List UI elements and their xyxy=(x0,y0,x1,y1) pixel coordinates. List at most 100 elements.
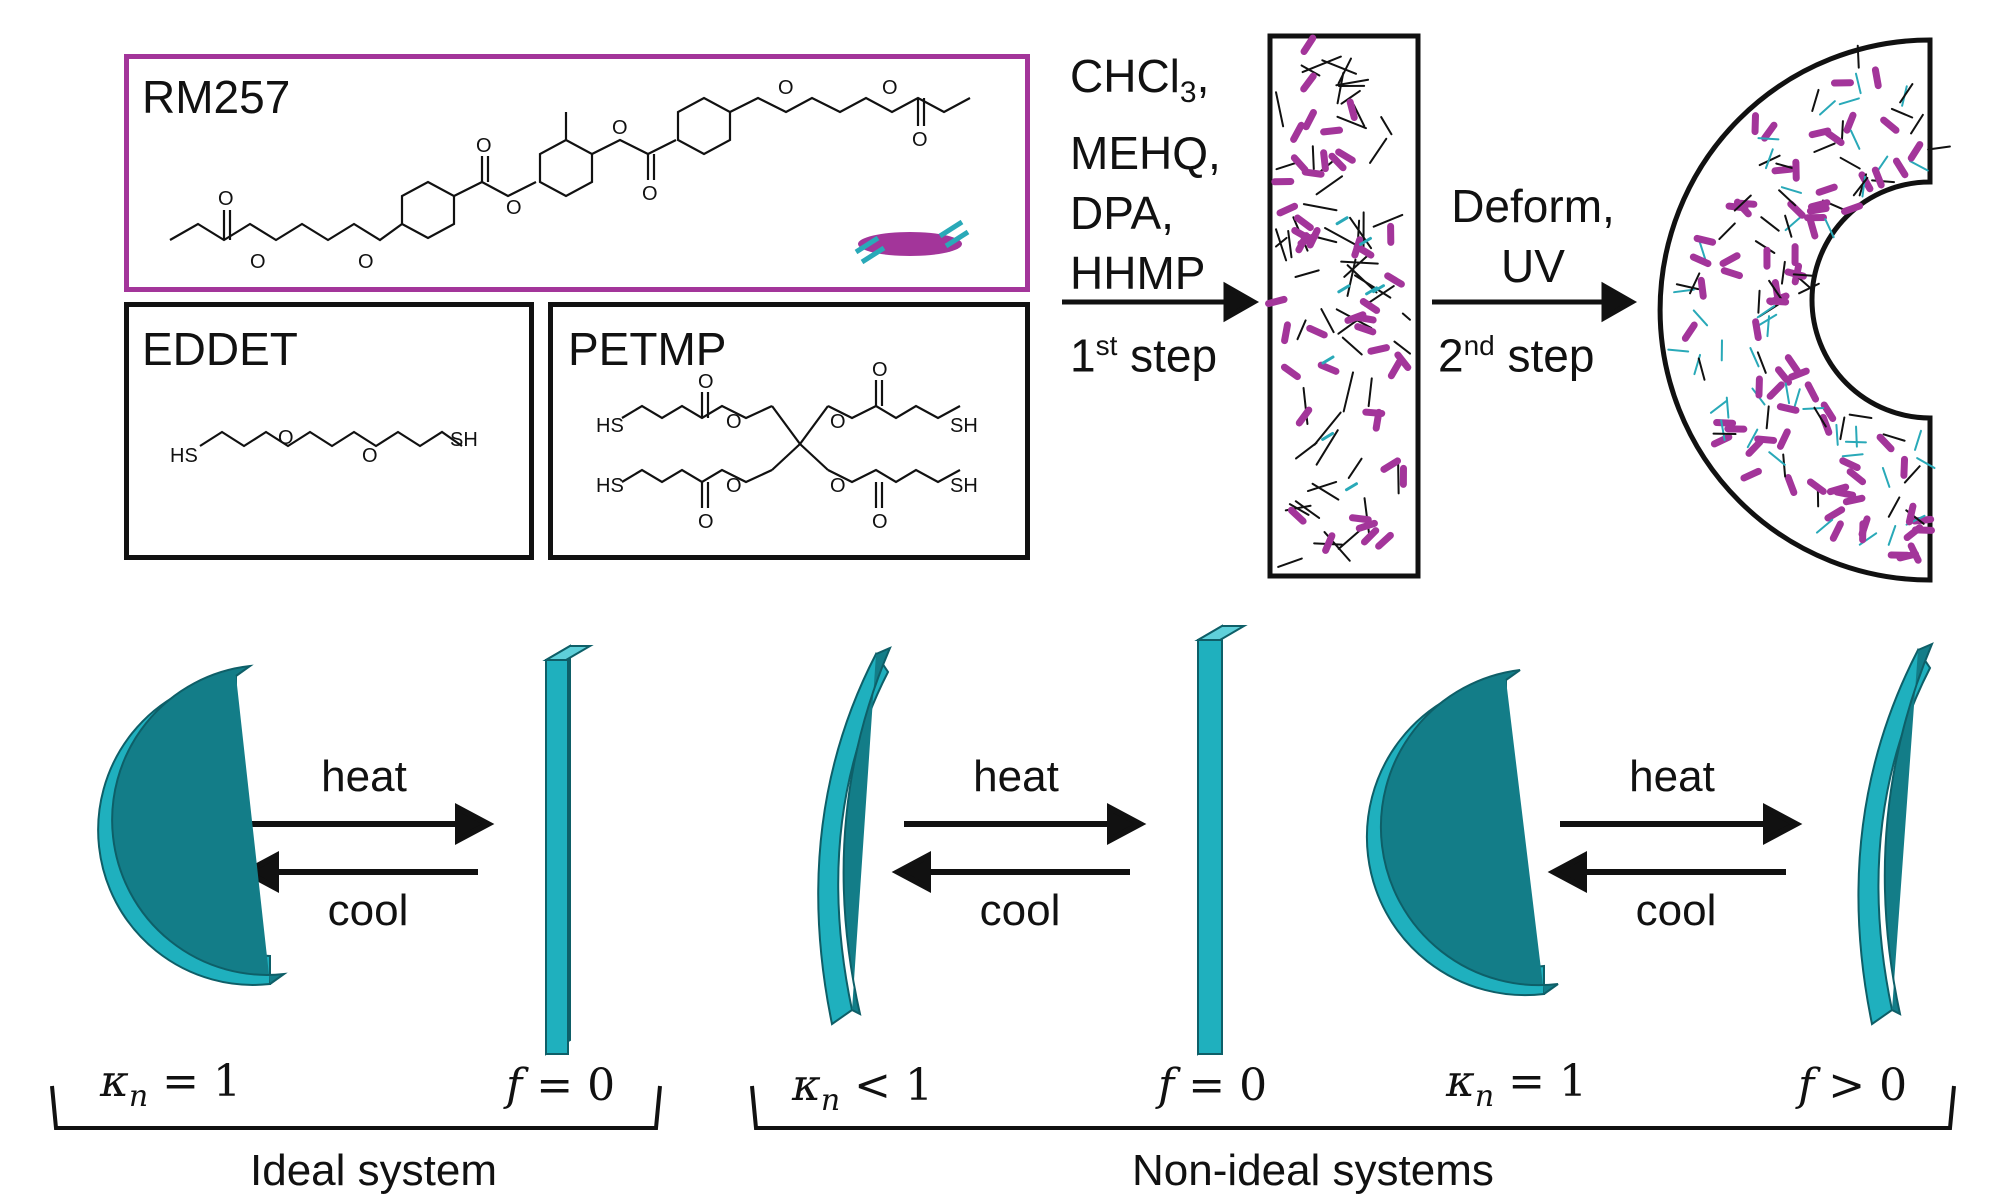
mesogen-segment xyxy=(1776,403,1800,414)
mesogen-segment xyxy=(1815,183,1838,196)
mesogen-segment xyxy=(1829,520,1844,542)
chain-segment xyxy=(1397,458,1400,495)
mesogen-segment xyxy=(1784,354,1801,375)
mesogen-segment xyxy=(1907,141,1924,162)
chain-segment xyxy=(1336,115,1368,130)
mesogen-segment xyxy=(1322,532,1336,554)
mesogen-segment xyxy=(1846,468,1867,486)
chain-segment xyxy=(1352,103,1366,128)
param-f-1: f = 0 xyxy=(506,1060,616,1111)
network-arc-chains xyxy=(1667,44,1951,564)
chain-segment xyxy=(1311,482,1340,501)
thiol-segment xyxy=(1698,238,1707,260)
thiol-segment xyxy=(1667,348,1690,353)
chain-segment xyxy=(1380,116,1393,136)
chain-segment xyxy=(1754,240,1776,254)
atom-o: O xyxy=(778,77,794,99)
atom-hs: HS xyxy=(596,475,624,497)
param-kappa-2: κn < 1 xyxy=(792,1060,934,1118)
thiol-segment xyxy=(1321,355,1335,365)
atom-o: O xyxy=(726,411,742,433)
ideal-system-caption: Ideal system xyxy=(250,1146,497,1195)
chain-segment xyxy=(1882,433,1906,442)
chain-segment xyxy=(1287,229,1293,259)
mesogen-segment xyxy=(1787,200,1806,219)
chain-segment xyxy=(1337,57,1352,85)
mesogen-segment xyxy=(1761,121,1778,142)
atom-o: O xyxy=(726,475,742,497)
chain-segment xyxy=(1349,216,1373,250)
mesogen-segment xyxy=(1784,474,1798,497)
mesogen-segment xyxy=(1806,478,1827,495)
chain-segment xyxy=(1315,429,1339,466)
atom-o: O xyxy=(250,251,266,273)
mesogen-segment xyxy=(1300,34,1317,56)
chain-segment xyxy=(1927,145,1951,151)
mesogen-segment xyxy=(1713,418,1737,427)
thiol-segment xyxy=(1709,399,1728,414)
thiol-segment xyxy=(1819,100,1836,116)
param-kappa-1: κn = 1 xyxy=(100,1056,242,1114)
chain-segment xyxy=(1780,260,1786,285)
eddet-label: EDDET xyxy=(142,323,298,375)
chain-segment xyxy=(1903,465,1921,484)
mesogen-segment xyxy=(1697,276,1707,300)
chain-segment xyxy=(1368,137,1388,164)
mesogen-segment xyxy=(1905,502,1917,526)
atom-sh: SH xyxy=(450,429,478,451)
rm257-label: RM257 xyxy=(142,71,291,123)
mesogen-segment xyxy=(1774,366,1792,386)
chain-segment xyxy=(1277,557,1303,568)
atom-o: O xyxy=(278,427,294,449)
chain-segment xyxy=(1756,351,1767,374)
mesogen-segment xyxy=(1720,267,1743,280)
mesogen-segment xyxy=(1362,408,1386,417)
petmp-box xyxy=(548,302,1030,560)
step1-reagents: CHCl3, MEHQ, DPA, HHMP xyxy=(1070,50,1221,300)
mesogen-segment xyxy=(1320,149,1329,173)
atom-o: O xyxy=(872,511,888,533)
thiol-segment xyxy=(1780,186,1803,194)
mesogen-segment xyxy=(1804,381,1820,403)
atom-o: O xyxy=(698,511,714,533)
atom-o: O xyxy=(612,117,628,139)
mesogen-segment xyxy=(1320,126,1344,136)
atom-o: O xyxy=(882,77,898,99)
chain-segment xyxy=(1340,89,1361,105)
mesogen-segment xyxy=(1359,298,1381,314)
thiol-segment xyxy=(1358,236,1372,246)
mesogen-segment xyxy=(1839,457,1861,472)
chain-segment xyxy=(1367,377,1373,408)
cool-label-3: cool xyxy=(1635,886,1717,935)
mesogen-segment xyxy=(1355,519,1378,532)
chain-segment xyxy=(1336,72,1345,105)
chain-segment xyxy=(1899,83,1914,104)
thiol-segment xyxy=(1337,284,1351,294)
atom-o: O xyxy=(698,371,714,393)
chain-segment xyxy=(1757,289,1761,314)
atom-o: O xyxy=(362,445,378,467)
chain-segment xyxy=(1372,213,1404,228)
chain-segment xyxy=(1839,156,1861,170)
thiol-segment xyxy=(1756,305,1776,319)
chain-segment xyxy=(1324,227,1362,249)
heat-label-1: heat xyxy=(321,752,407,801)
thiol-segment xyxy=(1835,423,1839,446)
thiol-segment xyxy=(1766,315,1771,338)
chain-segment xyxy=(1275,91,1285,128)
mesogen-segment xyxy=(1766,381,1785,400)
chain-segment xyxy=(1311,145,1315,171)
thiol-segment xyxy=(1909,160,1929,172)
rm257-ring-1 xyxy=(400,180,456,240)
chain-segment xyxy=(1294,500,1321,519)
ideal-bracket xyxy=(50,1085,662,1130)
chain-segment xyxy=(1760,216,1780,232)
petmp-skeleton-1 xyxy=(621,404,773,420)
mesogen-segment xyxy=(1295,406,1313,427)
thiol-segment xyxy=(1365,286,1379,296)
petmp-skeleton-4 xyxy=(827,468,961,484)
thiol-segment xyxy=(1749,347,1760,368)
chain-segment xyxy=(1393,340,1411,355)
mesogen-segment xyxy=(1900,455,1909,479)
atom-hs: HS xyxy=(170,445,198,467)
